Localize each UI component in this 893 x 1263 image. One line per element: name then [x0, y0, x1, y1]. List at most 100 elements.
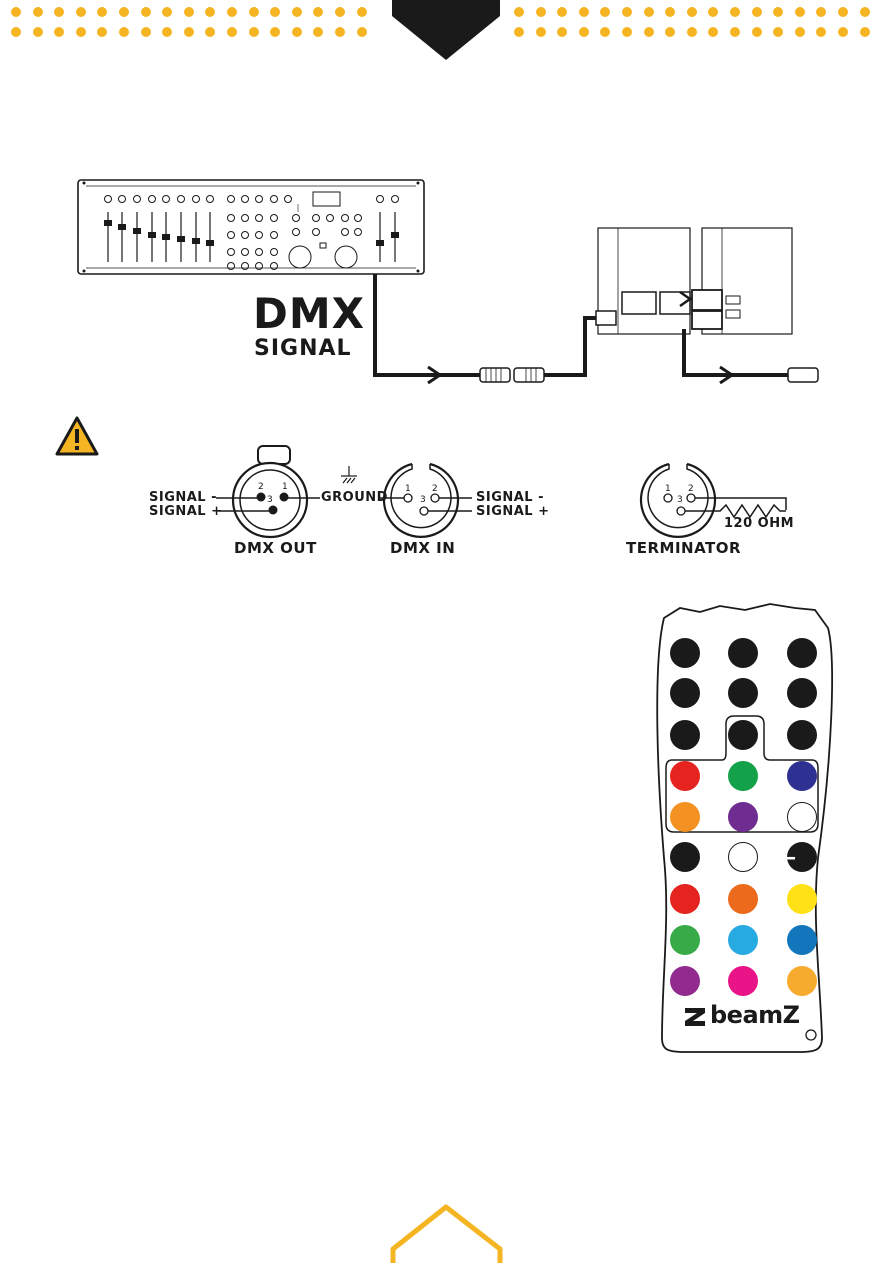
header-dot — [794, 7, 805, 17]
header-dot — [622, 7, 632, 17]
header-dot — [32, 7, 43, 17]
header-dot — [708, 27, 719, 37]
header-dot — [227, 7, 237, 17]
header-dot — [119, 27, 129, 37]
page-marker-shape — [390, 1204, 503, 1263]
header-dot — [140, 7, 151, 17]
header-dot — [335, 7, 345, 17]
header-dot — [514, 7, 524, 17]
remote-palette-button[interactable] — [728, 966, 758, 996]
remote-function-button[interactable] — [787, 720, 817, 750]
remote-color-button[interactable] — [728, 761, 758, 791]
header-dot — [708, 7, 719, 17]
header-dot — [335, 27, 345, 37]
terminator-pin-2: 2 — [688, 484, 694, 494]
beamz-logo-icon — [685, 1008, 705, 1026]
header-dot — [270, 27, 281, 37]
dmx-out-signal-minus-label: SIGNAL - — [149, 490, 218, 505]
header-dot — [270, 7, 281, 17]
header-dot — [816, 7, 827, 17]
remote-brand: beamZ — [710, 1001, 800, 1029]
remote-mode-button[interactable] — [670, 842, 700, 872]
header-dot — [54, 7, 65, 17]
remote-function-button[interactable] — [670, 638, 700, 668]
header-tab — [392, 0, 500, 60]
header-dot — [578, 27, 589, 37]
header-dot — [838, 27, 848, 37]
header-dot — [183, 7, 194, 17]
header-dot — [514, 27, 524, 37]
remote-function-button[interactable] — [670, 720, 700, 750]
dmx-out-pin-2: 2 — [258, 482, 264, 492]
header-dot — [665, 27, 676, 37]
dmx-out-signal-plus-label: SIGNAL + — [149, 504, 223, 519]
header-dot — [75, 7, 86, 17]
header-dot — [859, 27, 870, 37]
remote-color-button[interactable] — [787, 802, 817, 832]
header-dot — [97, 27, 108, 37]
header-dot — [313, 7, 324, 17]
remote-color-button[interactable] — [728, 802, 758, 832]
remote-color-button[interactable] — [670, 802, 700, 832]
remote-function-button[interactable] — [670, 678, 700, 708]
header-dot — [11, 7, 21, 17]
dmx-in-connector-icon — [380, 462, 472, 538]
header-dot — [859, 7, 870, 17]
dmx-out-caption: DMX OUT — [234, 539, 317, 557]
remote-function-button[interactable] — [728, 720, 758, 750]
header-dot — [686, 27, 697, 37]
remote-palette-button[interactable] — [728, 884, 758, 914]
remote-mode-button[interactable] — [728, 842, 758, 872]
ground-symbol-icon — [341, 466, 357, 484]
header-dot — [643, 27, 654, 37]
header-dot — [600, 27, 611, 37]
remote-palette-button[interactable] — [728, 925, 758, 955]
dmx-out-pin-1: 1 — [282, 482, 288, 492]
header-dot — [32, 27, 43, 37]
header-dot — [751, 7, 762, 17]
remote-palette-button[interactable] — [787, 966, 817, 996]
dmx-in-pin-1: 1 — [405, 484, 411, 494]
dmx-in-caption: DMX IN — [390, 539, 456, 557]
header-dot — [248, 27, 259, 37]
header-dot — [205, 27, 216, 37]
remote-palette-button[interactable] — [670, 966, 700, 996]
remote-function-button[interactable] — [728, 638, 758, 668]
header-dot — [313, 27, 324, 37]
header-dot — [162, 27, 173, 37]
remote-function-button[interactable] — [787, 678, 817, 708]
remote-minus-label: − — [779, 846, 798, 871]
remote-color-button[interactable] — [787, 761, 817, 791]
header-dot — [578, 7, 589, 17]
terminator-pin-1: 1 — [665, 484, 671, 494]
header-dot — [686, 7, 697, 17]
warning-triangle-icon — [55, 416, 99, 456]
remote-palette-button[interactable] — [787, 925, 817, 955]
dmx-out-connector-icon — [216, 445, 320, 539]
fixture-2-icon — [691, 227, 793, 335]
remote-palette-button[interactable] — [670, 884, 700, 914]
header-dot — [557, 27, 568, 37]
ground-label: GROUND — [321, 490, 388, 505]
remote-palette-button[interactable] — [787, 884, 817, 914]
remote-minus-button[interactable] — [787, 842, 817, 872]
header-dot — [838, 7, 848, 17]
xlr-end-connector-icon — [787, 367, 819, 383]
header-dot — [119, 7, 129, 17]
header-dot — [773, 27, 784, 37]
dmx-subtitle: SIGNAL — [254, 336, 352, 361]
header-dot — [356, 7, 367, 17]
connector-pinout-diagram — [216, 445, 787, 539]
header-dot — [248, 7, 259, 17]
dmx-wiring-diagram — [77, 179, 819, 385]
header-dot — [183, 27, 194, 37]
remote-palette-button[interactable] — [670, 925, 700, 955]
terminator-caption: TERMINATOR — [626, 539, 742, 557]
header-dot — [751, 27, 762, 37]
header-dot — [643, 7, 654, 17]
remote-color-button[interactable] — [670, 761, 700, 791]
remote-function-button[interactable] — [728, 678, 758, 708]
header-dot — [730, 7, 740, 17]
header-dot — [773, 7, 784, 17]
remote-function-button[interactable] — [787, 638, 817, 668]
